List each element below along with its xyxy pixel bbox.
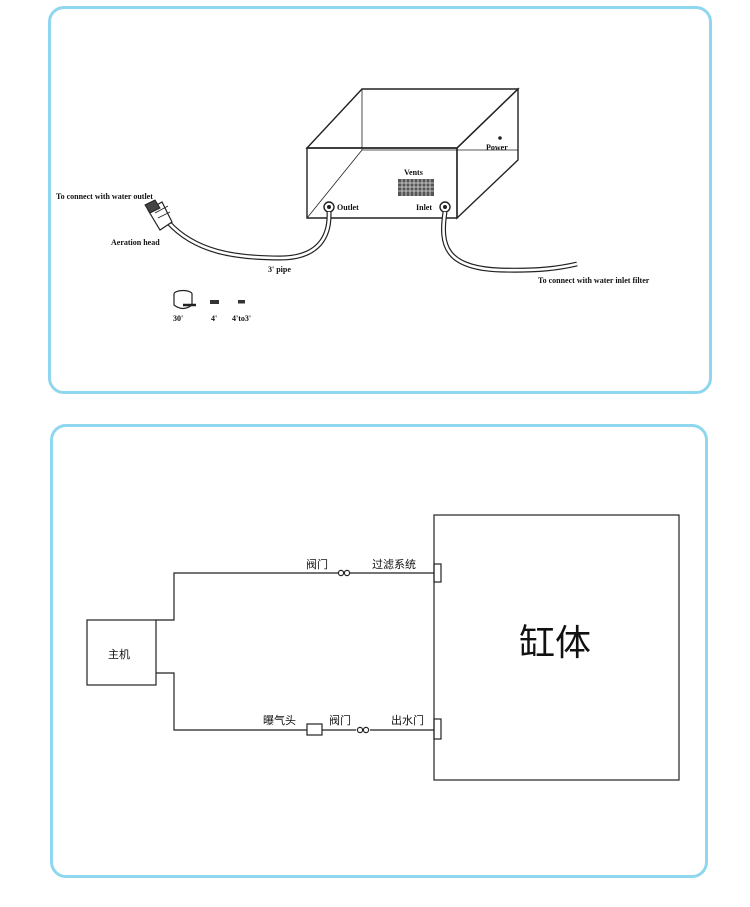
fitting-reducer-icon	[238, 300, 245, 304]
water-outlet-cn-label: 出水门	[391, 713, 424, 727]
fitting-elbow-icon	[173, 289, 196, 310]
fitting-3-label: 4'to3'	[232, 314, 251, 323]
inlet-port	[439, 201, 451, 213]
top-panel	[48, 6, 712, 394]
valve-bottom-icon	[356, 726, 370, 734]
vents-label: Vents	[404, 168, 423, 177]
inlet-filter-label: To connect with water inlet filter	[538, 276, 650, 285]
tank-label: 缸体	[519, 623, 591, 664]
fitting-1-label: 30'	[173, 314, 183, 323]
pipe-label: 3' pipe	[268, 265, 291, 274]
aeration-head-box-icon	[306, 723, 323, 736]
tank-box	[433, 514, 680, 781]
tank-outlet-port	[433, 718, 442, 740]
filter-system-label: 过滤系统	[372, 558, 416, 571]
power-label: Power	[486, 143, 508, 152]
top-pipe-left	[156, 572, 338, 621]
power-indicator-icon	[498, 136, 502, 140]
valve-top-icon	[337, 569, 351, 577]
device-box	[305, 87, 520, 220]
outlet-label: Outlet	[337, 203, 359, 212]
box-right-face	[456, 87, 519, 220]
outlet-pipe	[166, 211, 332, 261]
vents-grid	[398, 179, 434, 196]
tank-inlet-port	[433, 563, 442, 583]
host-box	[86, 619, 157, 686]
valve-bottom-label: 阀门	[329, 713, 351, 727]
box-hidden-edge-3	[306, 149, 363, 219]
bottom-panel	[50, 424, 708, 878]
fitting-2-label: 4'	[211, 314, 217, 323]
aeration-head-cn-label: 曝气头	[263, 713, 296, 727]
fitting-straight-icon	[210, 300, 219, 304]
valve-top-label: 阀门	[306, 557, 328, 571]
host-label: 主机	[108, 647, 130, 661]
box-top-face	[305, 88, 520, 149]
aeration-head-label: Aeration head	[111, 238, 160, 247]
aeration-head-icon	[144, 199, 173, 231]
bottom-pipe-left	[156, 672, 307, 731]
water-outlet-label: To connect with water outlet	[56, 192, 153, 201]
inlet-pipe	[441, 211, 578, 273]
outlet-port	[323, 201, 335, 213]
inlet-label: Inlet	[416, 203, 432, 212]
